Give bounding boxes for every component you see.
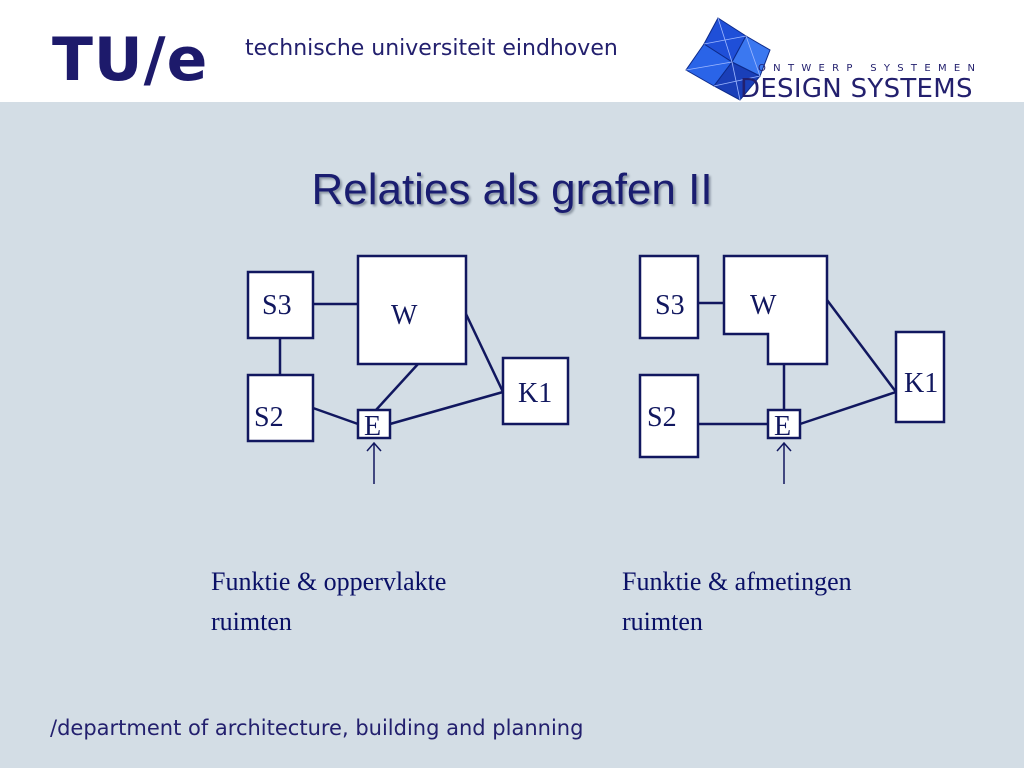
- entrance-arrowhead: [366, 441, 382, 452]
- edge-s2-e: [312, 406, 359, 426]
- node-k1: [501, 356, 570, 426]
- node-label-s3: S3: [262, 290, 292, 321]
- design-systems-logo: ONTWERP SYSTEMEN DESIGN SYSTEMS: [680, 14, 1000, 104]
- node-s3: [246, 270, 315, 340]
- entrance-arrowhead: [776, 441, 792, 452]
- caption-right-line1: Funktie & afmetingen: [622, 567, 852, 596]
- node-label-k1: K1: [904, 368, 938, 399]
- node-s2: [246, 373, 315, 443]
- node-s3: [638, 254, 700, 340]
- node-w: [722, 254, 829, 366]
- design-systems-cube-icon: [685, 17, 771, 101]
- edge-e-k1: [799, 390, 897, 426]
- node-e: [766, 408, 802, 440]
- node-label-k1: K1: [518, 378, 552, 409]
- node-e: [356, 408, 392, 440]
- node-label-w: W: [391, 300, 418, 331]
- edge-e-k1: [389, 390, 504, 426]
- tue-logo: TU/e: [52, 25, 209, 95]
- edge-w-k1: [464, 313, 505, 393]
- node-w: [356, 254, 468, 366]
- node-label-s2: S2: [254, 402, 284, 433]
- graph-right-labels: S3 W S2 K1 E: [647, 290, 938, 442]
- design-systems-tagline: ONTWERP SYSTEMEN: [758, 63, 983, 74]
- graph-left: [246, 254, 570, 484]
- graph-left-labels: S3 W S2 K1 E: [254, 290, 552, 442]
- caption-right: Funktie & afmetingen ruimten: [622, 562, 852, 643]
- node-label-s3: S3: [655, 290, 685, 321]
- slide-header: TU/e technische universiteit eindhoven O…: [0, 0, 1024, 102]
- university-name: technische universiteit eindhoven: [245, 36, 618, 61]
- slide-title: Relaties als grafen II: [311, 165, 713, 214]
- node-s2: [638, 373, 700, 459]
- design-systems-title: DESIGN SYSTEMS: [740, 74, 973, 104]
- caption-left: Funktie & oppervlakte ruimten: [211, 562, 446, 643]
- caption-right-line2: ruimten: [622, 607, 703, 637]
- caption-left-line2: ruimten: [211, 607, 292, 637]
- caption-left-line1: Funktie & oppervlakte: [211, 567, 447, 596]
- node-label-s2: S2: [647, 402, 677, 433]
- edge-w-e: [375, 363, 419, 411]
- node-label-e: E: [774, 411, 791, 442]
- edge-w-k1: [826, 299, 897, 393]
- graph-right: [638, 254, 946, 484]
- department-footer: /department of architecture, building an…: [50, 716, 584, 740]
- node-label-e: E: [364, 411, 381, 442]
- node-label-w: W: [750, 290, 777, 321]
- node-k1: [894, 330, 946, 424]
